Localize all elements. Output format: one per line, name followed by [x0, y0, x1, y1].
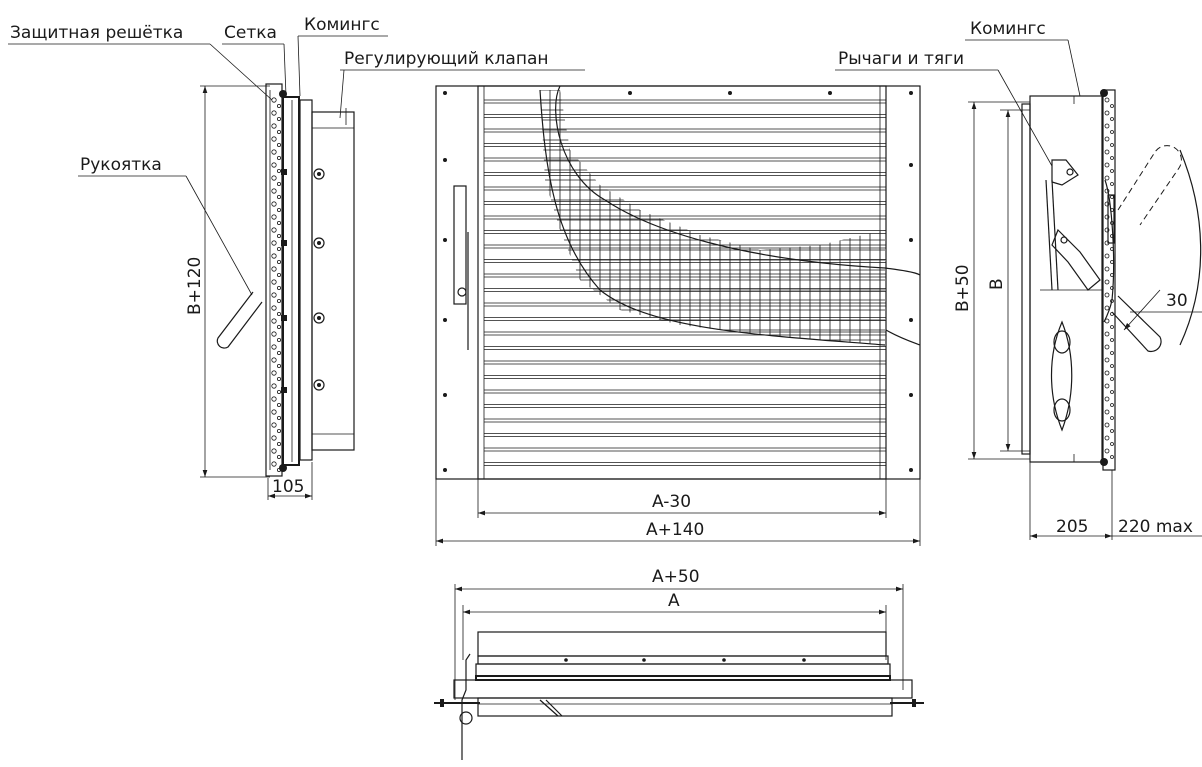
- dimension-labels: B+120 105 A-30 A+140 B+50 B 30 205 220 m…: [185, 257, 1193, 611]
- dim-205: 205: [1056, 517, 1088, 537]
- dim-105: 105: [272, 477, 304, 497]
- label-coaming-right: Комингс: [970, 19, 1046, 39]
- top-view: [434, 584, 924, 760]
- mount-holes: [443, 91, 913, 472]
- front-view: [435, 85, 921, 546]
- louvre-slats: [483, 86, 886, 479]
- callout-leaders: [8, 35, 1081, 296]
- dim-220-max: 220 max: [1118, 517, 1193, 537]
- dim-b: B: [987, 278, 1007, 290]
- label-coaming-left: Комингс: [304, 15, 380, 35]
- bolt-icons: [313, 168, 325, 391]
- dim-a: A: [668, 591, 680, 611]
- bolt-row: [564, 658, 806, 662]
- right-side-view: [968, 89, 1202, 540]
- dim-b-plus-50: B+50: [953, 264, 973, 312]
- label-control-valve: Регулирующий клапан: [344, 49, 549, 69]
- dim-30: 30: [1166, 291, 1188, 311]
- dim-a-minus-30: A-30: [652, 492, 691, 512]
- mesh-cutaway: [540, 90, 885, 345]
- label-protective-grille: Защитная решётка: [10, 23, 183, 43]
- dim-a-plus-140: A+140: [646, 520, 704, 540]
- label-mesh: Сетка: [224, 23, 277, 43]
- grille-pattern: [1104, 97, 1114, 459]
- grille-pattern: [271, 97, 287, 472]
- dim-a-plus-50: A+50: [652, 567, 700, 587]
- left-side-view: [200, 83, 355, 500]
- dim-b-plus-120: B+120: [185, 257, 205, 315]
- label-levers-rods: Рычаги и тяги: [838, 49, 964, 69]
- label-handle: Рукоятка: [80, 155, 162, 175]
- callout-labels: Защитная решётка Сетка Комингс Регулирую…: [10, 15, 1046, 175]
